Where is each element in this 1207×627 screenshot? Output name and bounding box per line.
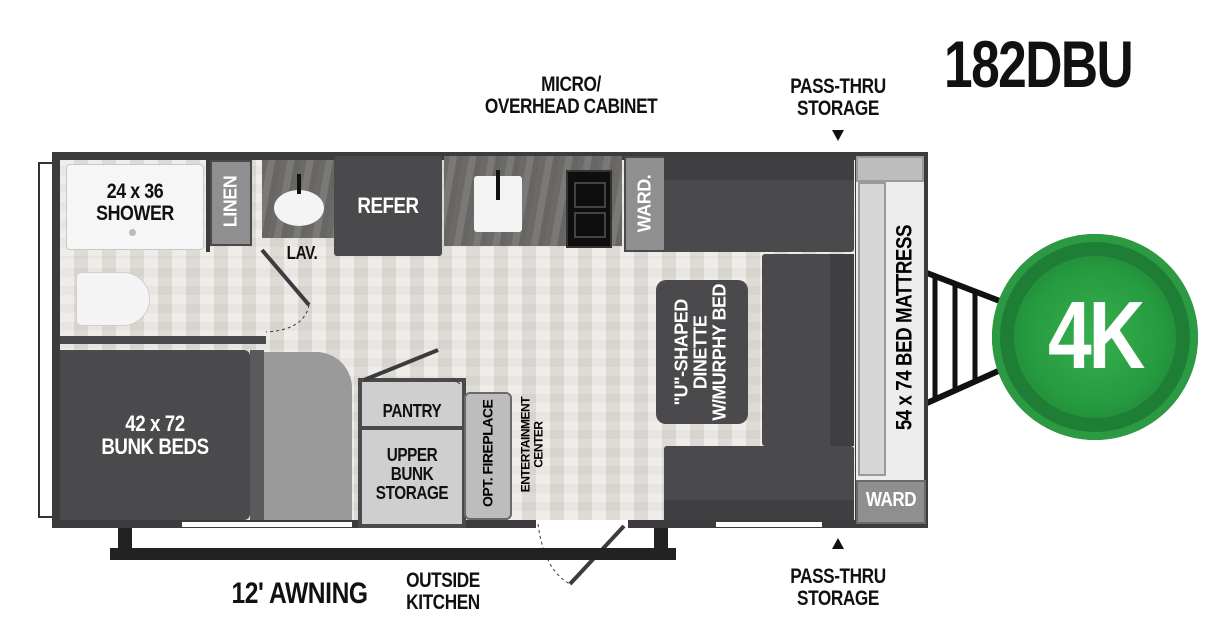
stove-burner — [574, 212, 606, 238]
dinette-table: "U"-SHAPED DINETTE W/MURPHY BED — [656, 280, 748, 424]
awning-arm — [654, 528, 668, 548]
arrow-up-icon — [832, 538, 844, 549]
front-bed-mattress — [858, 182, 886, 476]
4k-badge-inner: 4K — [1014, 256, 1176, 418]
fireplace-label: OPT. FIREPLACE — [479, 399, 496, 508]
linen-label: LINEN — [220, 175, 241, 228]
bunk-curve — [264, 352, 352, 520]
pass-thru-storage-top-label: PASS-THRU STORAGE — [790, 75, 886, 121]
wardrobe-top: WARD. — [624, 156, 666, 252]
lav-counter — [262, 160, 338, 238]
pantry-door — [363, 348, 461, 385]
stove — [566, 170, 612, 248]
dinette-back-bottom — [664, 500, 854, 520]
outside-kitchen-label: OUTSIDE KITCHEN — [406, 569, 480, 615]
entertainment-center-label: ENTERTAINMENT CENTER — [518, 396, 545, 493]
awning-label: 12' AWNING — [231, 577, 369, 610]
4k-badge-text: 4K — [1047, 282, 1145, 389]
4k-badge: 4K — [992, 234, 1198, 440]
lav-faucet — [297, 174, 301, 194]
refrigerator: REFER — [334, 156, 442, 256]
shower-wall — [206, 160, 210, 252]
shower-drain — [129, 229, 136, 236]
linen-cabinet: LINEN — [210, 160, 252, 246]
toilet — [76, 272, 150, 326]
window-sill — [716, 522, 822, 527]
awning-arm — [118, 528, 132, 548]
bunk-beds: 42 x 72 BUNK BEDS — [60, 350, 250, 520]
shower: 24 x 36 SHOWER — [66, 164, 204, 250]
window-sill — [182, 522, 352, 527]
stove-burner — [574, 182, 606, 208]
shower-label: 24 x 36 SHOWER — [96, 180, 174, 226]
upper-bunk-label: UPPER BUNK STORAGE — [375, 445, 449, 503]
lav-sink — [274, 190, 324, 226]
dinette-back-right — [830, 254, 854, 446]
fireplace: OPT. FIREPLACE — [464, 392, 512, 520]
front-corner-cabinet — [856, 156, 924, 182]
ward-bottom-label: WARD — [865, 489, 917, 511]
bunk-beds-label: 42 x 72 BUNK BEDS — [101, 411, 209, 460]
refer-label: REFER — [357, 193, 419, 218]
ward-top-label: WARD. — [634, 174, 655, 233]
kitchen-counter — [444, 156, 622, 248]
bed-mattress-label: 54 x 74 BED MATTRESS — [891, 224, 917, 431]
rear-bumper — [38, 162, 54, 518]
micro-cabinet-label: MICRO/ OVERHEAD CABINET — [484, 73, 658, 119]
hitch-tongue — [925, 270, 1007, 406]
kitchen-faucet — [496, 170, 500, 200]
bathroom-wall — [60, 336, 266, 344]
pantry-block: PANTRY UPPER BUNK STORAGE — [358, 378, 466, 528]
bunk-ladder — [250, 350, 264, 520]
bathroom-door — [260, 248, 311, 333]
dinette-back-top — [664, 156, 854, 180]
pantry-divider — [362, 426, 462, 430]
arrow-down-icon — [832, 130, 844, 141]
pass-thru-storage-bottom-label: PASS-THRU STORAGE — [790, 565, 886, 611]
awning-bar — [110, 548, 676, 560]
pantry-label: PANTRY — [382, 401, 442, 421]
model-title: 182DBU — [944, 27, 1134, 101]
lav-label: LAV. — [286, 243, 318, 263]
dinette-label: "U"-SHAPED DINETTE W/MURPHY BED — [671, 283, 730, 421]
wardrobe-bottom: WARD — [856, 480, 926, 524]
entry-door-gap — [536, 520, 628, 528]
